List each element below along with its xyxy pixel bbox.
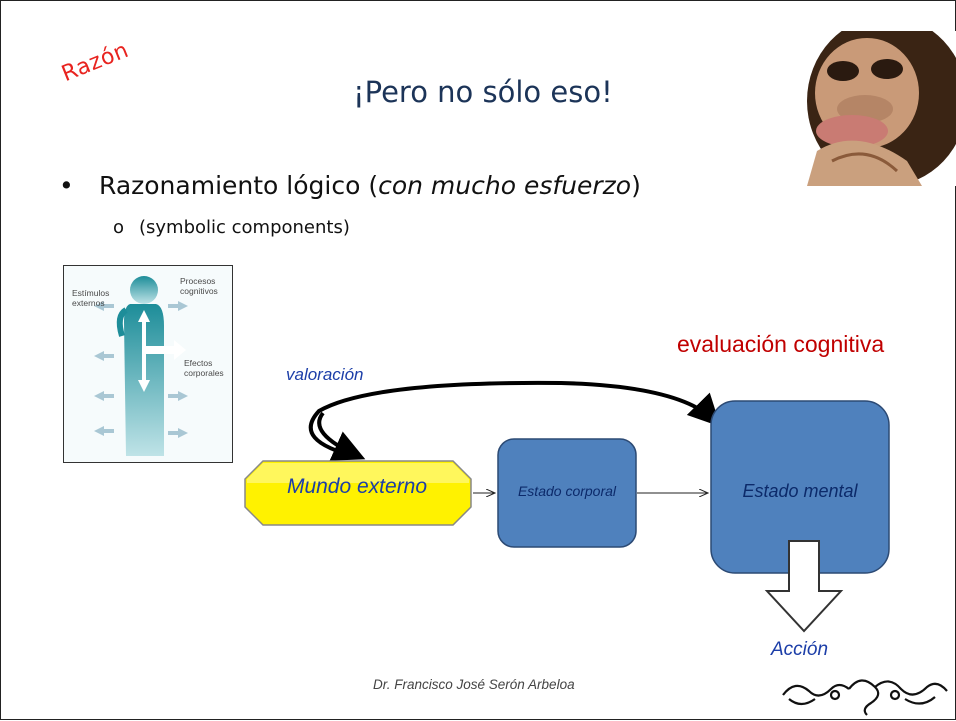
accion-label: Acción [771, 639, 829, 660]
down-arrow-icon [764, 540, 844, 633]
human-silhouette-icon [94, 276, 188, 456]
valoracion-label: valoración [286, 365, 364, 384]
figure-label-stimuli: Estímulos externos [72, 288, 110, 308]
bullet-text-plain: Razonamiento lógico ( [99, 171, 379, 200]
estado-corporal-node [497, 438, 637, 548]
bullet-reasoning: • Razonamiento lógico (con mucho esfuerzo… [59, 171, 641, 200]
thinking-chimpanzee-image [747, 31, 956, 186]
figure-label-processes: Procesos cognitivos [180, 276, 218, 296]
eval-label: evaluación cognitiva [677, 331, 885, 357]
sub-bullet-marker: o [113, 217, 125, 238]
valoracion-arrow-back [317, 411, 366, 461]
figure-label-effects: Efectos corporales [184, 358, 224, 378]
estado-corporal-label: Estado corporal [517, 483, 617, 499]
slide-title: ¡Pero no sólo eso! [353, 75, 613, 109]
sub-bullet: o (symbolic components) [113, 217, 350, 238]
bullet-dot: • [59, 171, 74, 200]
valoracion-arrow [308, 380, 721, 459]
estado-mental-label: Estado mental [742, 481, 858, 501]
bullet-text-italic: con mucho esfuerzo [378, 171, 632, 200]
footer-author: Dr. Francisco José Serón Arbeloa [373, 677, 575, 692]
sub-bullet-text: (symbolic components) [139, 217, 350, 238]
bullet-text-close: ) [631, 171, 641, 200]
body-figure: Estímulos externos Procesos cognitivos E… [63, 265, 233, 463]
ornament-flourish-icon [782, 679, 948, 716]
mundo-externo-label: Mundo externo [286, 475, 428, 498]
